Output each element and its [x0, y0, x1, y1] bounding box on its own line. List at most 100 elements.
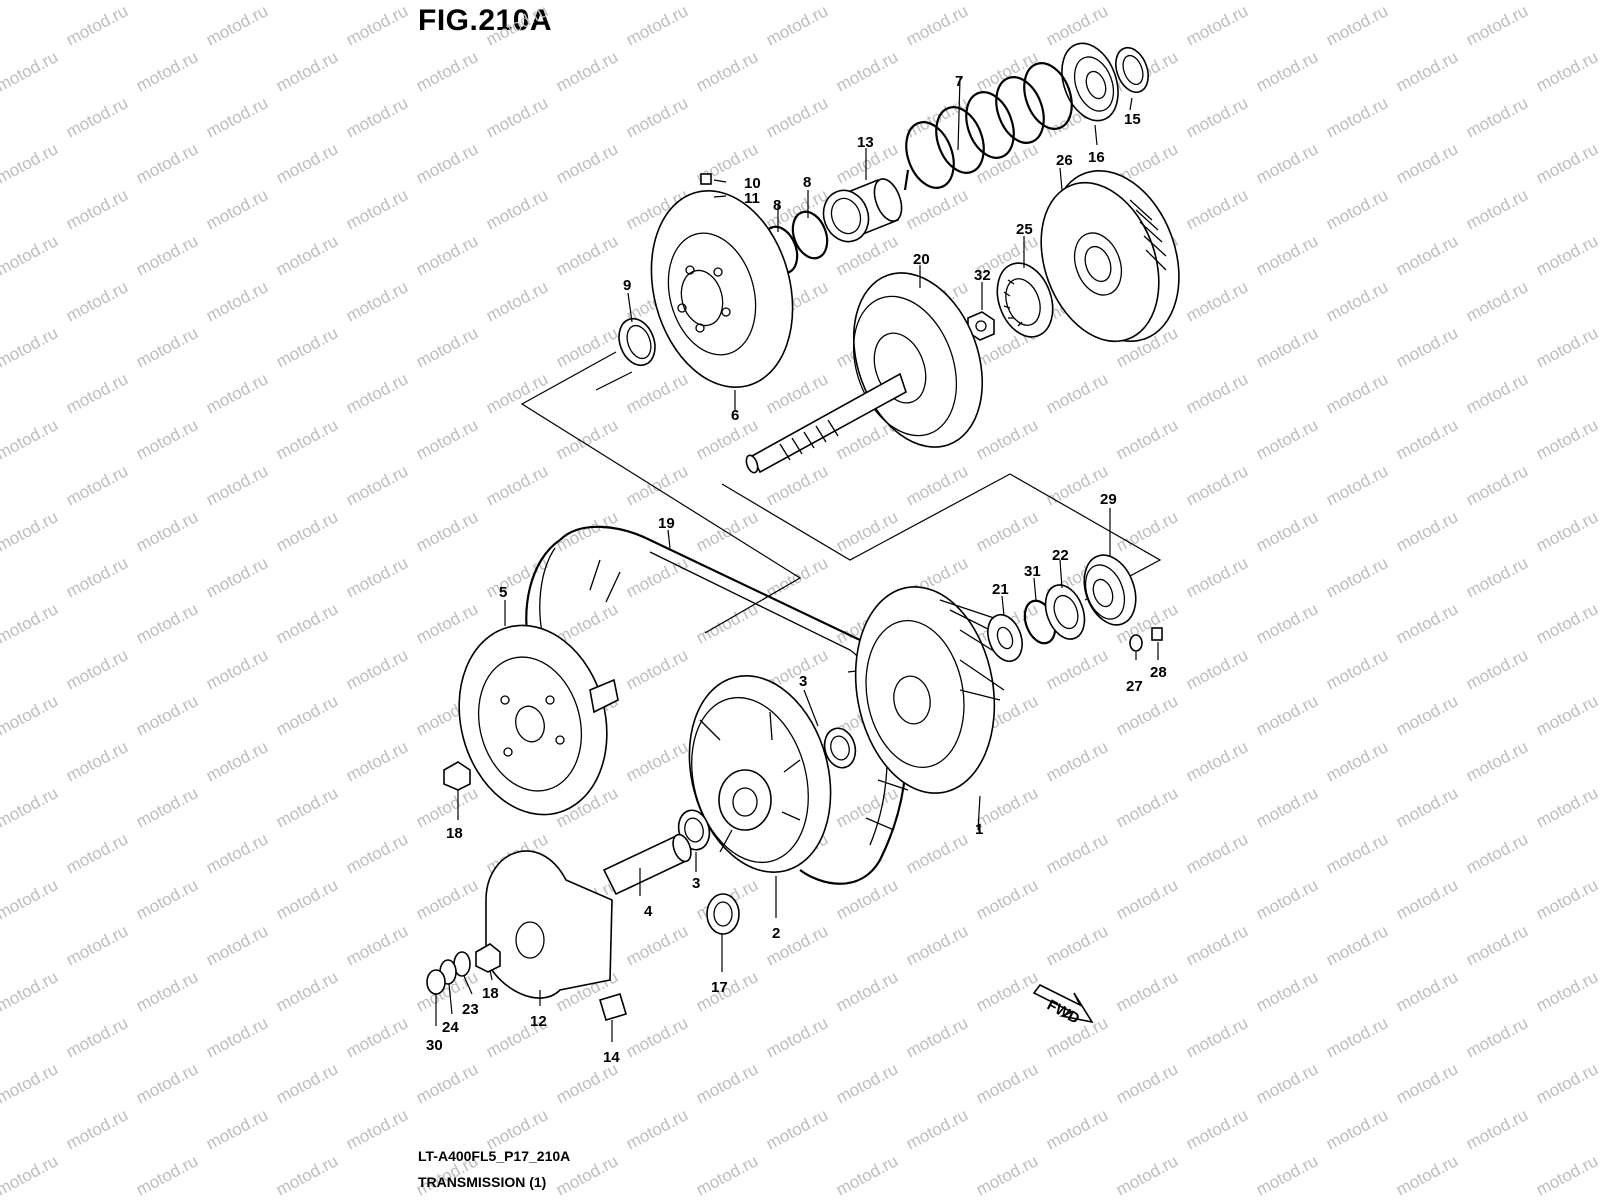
- watermark-text: motod.ru: [973, 967, 1041, 1015]
- watermark-text: motod.ru: [623, 461, 691, 509]
- watermark-text: motod.ru: [553, 231, 621, 279]
- watermark-text: motod.ru: [203, 369, 271, 417]
- watermark-text: motod.ru: [1323, 1, 1391, 49]
- watermark-text: motod.ru: [63, 921, 131, 969]
- part-9-spacer-ring: [618, 317, 656, 367]
- watermark-text: motod.ru: [973, 875, 1041, 923]
- watermark-text: motod.ru: [203, 277, 271, 325]
- watermark-text: motod.ru: [63, 553, 131, 601]
- callout-21: 21: [992, 581, 1009, 598]
- watermark-text: motod.ru: [1463, 1013, 1531, 1061]
- watermark-text: motod.ru: [1463, 1, 1531, 49]
- watermark-text: motod.ru: [273, 231, 341, 279]
- part-1-driven-face: [854, 586, 1011, 794]
- watermark-text: motod.ru: [763, 553, 831, 601]
- watermark-text: motod.ru: [413, 415, 481, 463]
- part-26-clutch-housing: [1040, 169, 1180, 343]
- watermark-text: motod.ru: [553, 415, 621, 463]
- watermark-text: motod.ru: [973, 1059, 1041, 1107]
- callout-11: 11: [744, 190, 760, 207]
- watermark-text: motod.ru: [763, 1, 831, 49]
- watermark-text: motod.ru: [273, 507, 341, 555]
- watermark-text: motod.ru: [1393, 415, 1461, 463]
- watermark-text: motod.ru: [1323, 277, 1391, 325]
- watermark-text: motod.ru: [623, 645, 691, 693]
- part-6-drive-face: [650, 190, 794, 388]
- watermark-text: motod.ru: [203, 185, 271, 233]
- watermark-text: motod.ru: [133, 415, 201, 463]
- part-17-bearing: [706, 893, 740, 935]
- callout-24: 24: [442, 1019, 459, 1036]
- watermark-text: motod.ru: [1113, 967, 1181, 1015]
- watermark-text: motod.ru: [833, 47, 901, 95]
- watermark-text: motod.ru: [483, 277, 551, 325]
- watermark-text: motod.ru: [273, 323, 341, 371]
- watermark-text: motod.ru: [483, 1105, 551, 1153]
- watermark-text: motod.ru: [203, 1, 271, 49]
- watermark-text: motod.ru: [1253, 323, 1321, 371]
- watermark-text: motod.ru: [833, 1059, 901, 1107]
- callout-22: 22: [1052, 547, 1069, 564]
- callout-30: 30: [426, 1037, 443, 1054]
- watermark-text: motod.ru: [1113, 415, 1181, 463]
- watermark-text: motod.ru: [1113, 875, 1181, 923]
- watermark-text: motod.ru: [1113, 691, 1181, 739]
- watermark-text: motod.ru: [1463, 369, 1531, 417]
- callout-23: 23: [462, 1001, 479, 1018]
- watermark-text: motod.ru: [553, 0, 621, 4]
- watermark-text: motod.ru: [133, 323, 201, 371]
- watermark-text: motod.ru: [1393, 599, 1461, 647]
- watermark-text: motod.ru: [1463, 829, 1531, 877]
- part-5-movable-drive-face: [458, 624, 619, 816]
- watermark-text: motod.ru: [0, 967, 61, 1015]
- watermark-text: motod.ru: [133, 231, 201, 279]
- part-21-spacer: [987, 613, 1023, 663]
- watermark-text: motod.ru: [1393, 507, 1461, 555]
- watermark-text: motod.ru: [903, 1013, 971, 1061]
- watermark-text: motod.ru: [1393, 139, 1461, 187]
- watermark-text: motod.ru: [343, 277, 411, 325]
- watermark-text: motod.ru: [623, 369, 691, 417]
- watermark-text: motod.ru: [63, 93, 131, 141]
- watermark-text: motod.ru: [63, 645, 131, 693]
- part-13-sleeve: [822, 178, 903, 243]
- callout-28: 28: [1150, 664, 1167, 681]
- watermark-text: motod.ru: [273, 47, 341, 95]
- watermark-text: motod.ru: [63, 829, 131, 877]
- watermark-text: motod.ru: [1183, 921, 1251, 969]
- watermark-text: motod.ru: [133, 691, 201, 739]
- watermark-text: motod.ru: [63, 369, 131, 417]
- watermark-text: motod.ru: [483, 93, 551, 141]
- watermark-text: motod.ru: [343, 829, 411, 877]
- watermark-text: motod.ru: [1533, 323, 1600, 371]
- callout-25: 25: [1016, 221, 1033, 238]
- callout-12: 12: [530, 1013, 547, 1030]
- watermark-text: motod.ru: [63, 1013, 131, 1061]
- watermark-text: motod.ru: [693, 507, 761, 555]
- watermark-text: motod.ru: [833, 507, 901, 555]
- watermark-text: motod.ru: [63, 737, 131, 785]
- watermark-text: motod.ru: [483, 461, 551, 509]
- watermark-text: motod.ru: [0, 1059, 61, 1107]
- watermark-text: motod.ru: [343, 369, 411, 417]
- watermark-text: motod.ru: [1183, 93, 1251, 141]
- watermark-text: motod.ru: [1253, 139, 1321, 187]
- watermark-text: motod.ru: [1253, 415, 1321, 463]
- watermark-text: motod.ru: [623, 553, 691, 601]
- callout-18-lower: 18: [482, 985, 499, 1002]
- watermark-text: motod.ru: [623, 93, 691, 141]
- watermark-text: motod.ru: [203, 461, 271, 509]
- watermark-text: motod.ru: [1253, 507, 1321, 555]
- watermark-text: motod.ru: [1183, 645, 1251, 693]
- watermark-text: motod.ru: [1533, 1151, 1600, 1199]
- watermark-text: motod.ru: [273, 875, 341, 923]
- watermark-text: motod.ru: [413, 323, 481, 371]
- callout-2: 2: [772, 925, 780, 942]
- watermark-text: motod.ru: [553, 139, 621, 187]
- part-3-spacer-upper: [823, 727, 857, 769]
- part-18-nut-upper: [443, 761, 471, 791]
- watermark-text: motod.ru: [273, 783, 341, 831]
- callout-26: 26: [1056, 152, 1073, 169]
- watermark-text: motod.ru: [973, 47, 1041, 95]
